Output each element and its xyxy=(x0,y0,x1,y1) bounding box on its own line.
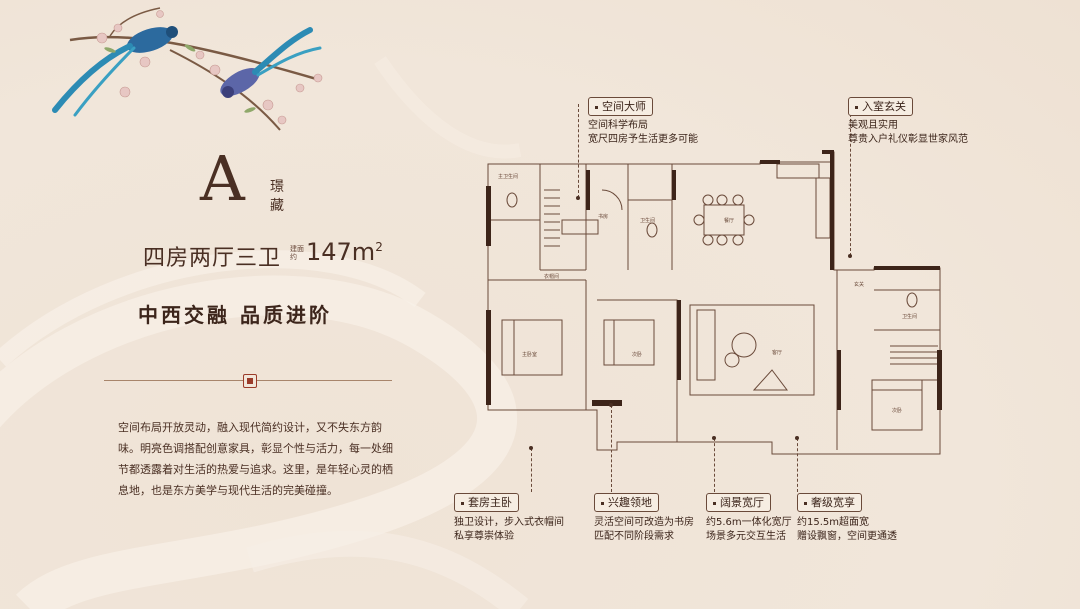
callout-title: 阔景宽厅 xyxy=(706,493,771,512)
leader-line xyxy=(850,104,851,256)
unit-layout: 四房两厅三卫 xyxy=(143,246,282,271)
callout-title: 奢级宽享 xyxy=(797,493,862,512)
leader-dot xyxy=(795,436,799,440)
callout-luxury-width: 奢级宽享 约15.5m超面宽 赠设飘窗，空间更通透 xyxy=(797,491,897,544)
leader-dot xyxy=(848,254,852,258)
room-study: 书房 xyxy=(598,213,608,220)
room-second-bed-a: 次卧 xyxy=(632,351,642,358)
leader-line xyxy=(714,438,715,492)
unit-letter: A xyxy=(200,142,245,215)
room-master-toilet: 主卫生间 xyxy=(498,173,518,180)
callout-title: 入室玄关 xyxy=(848,97,913,116)
area-value: 147m2 xyxy=(306,238,383,266)
leader-dot xyxy=(529,446,533,450)
leader-line xyxy=(531,448,532,492)
leader-line xyxy=(611,405,612,492)
seal-icon xyxy=(243,374,257,388)
leader-dot xyxy=(609,403,613,407)
area-label: 建面约 xyxy=(290,245,304,261)
room-cloakroom: 衣帽间 xyxy=(544,273,559,280)
leader-line xyxy=(578,104,579,198)
bird-blossom-illustration xyxy=(52,7,323,131)
callout-wide-hall: 阔景宽厅 约5.6m一体化宽厅 场景多元交互生活 xyxy=(706,491,792,544)
room-vestibule: 玄关 xyxy=(854,281,864,288)
slogan: 中西交融 品质进阶 xyxy=(138,303,332,327)
leader-line xyxy=(797,438,798,492)
description-paragraph: 空间布局开放灵动，融入现代简约设计，又不失东方韵味。明亮色调搭配创意家具，彰显个… xyxy=(118,421,393,497)
leader-dot xyxy=(576,196,580,200)
callout-title: 兴趣领地 xyxy=(594,493,659,512)
room-living: 客厅 xyxy=(772,349,782,356)
room-dining: 餐厅 xyxy=(724,217,734,224)
callout-entrance: 入室玄关 美观且实用 尊贵入户礼仪彰显世家风范 xyxy=(848,95,968,147)
room-second-bed-b: 次卧 xyxy=(892,407,902,414)
callout-space-master: 空间大师 空间科学布局 宽尺四房予生活更多可能 xyxy=(588,95,698,147)
unit-name: 璟藏 xyxy=(270,179,284,214)
room-master-bed: 主卧室 xyxy=(522,351,537,358)
floor-plan: 主卫生间 书房 卫生间 餐厅 衣帽间 主卧室 次卧 客厅 玄关 卫生间 次卧 xyxy=(486,150,942,455)
callout-master-suite: 套房主卧 独卫设计，步入式衣帽间 私享尊崇体验 xyxy=(454,491,564,544)
callout-interest-zone: 兴趣领地 灵活空间可改造为书房 匹配不同阶段需求 xyxy=(594,491,694,544)
room-toilet-a: 卫生间 xyxy=(640,217,655,224)
callout-title: 空间大师 xyxy=(588,97,653,116)
leader-dot xyxy=(712,436,716,440)
callout-title: 套房主卧 xyxy=(454,493,519,512)
room-toilet-b: 卫生间 xyxy=(902,313,917,320)
